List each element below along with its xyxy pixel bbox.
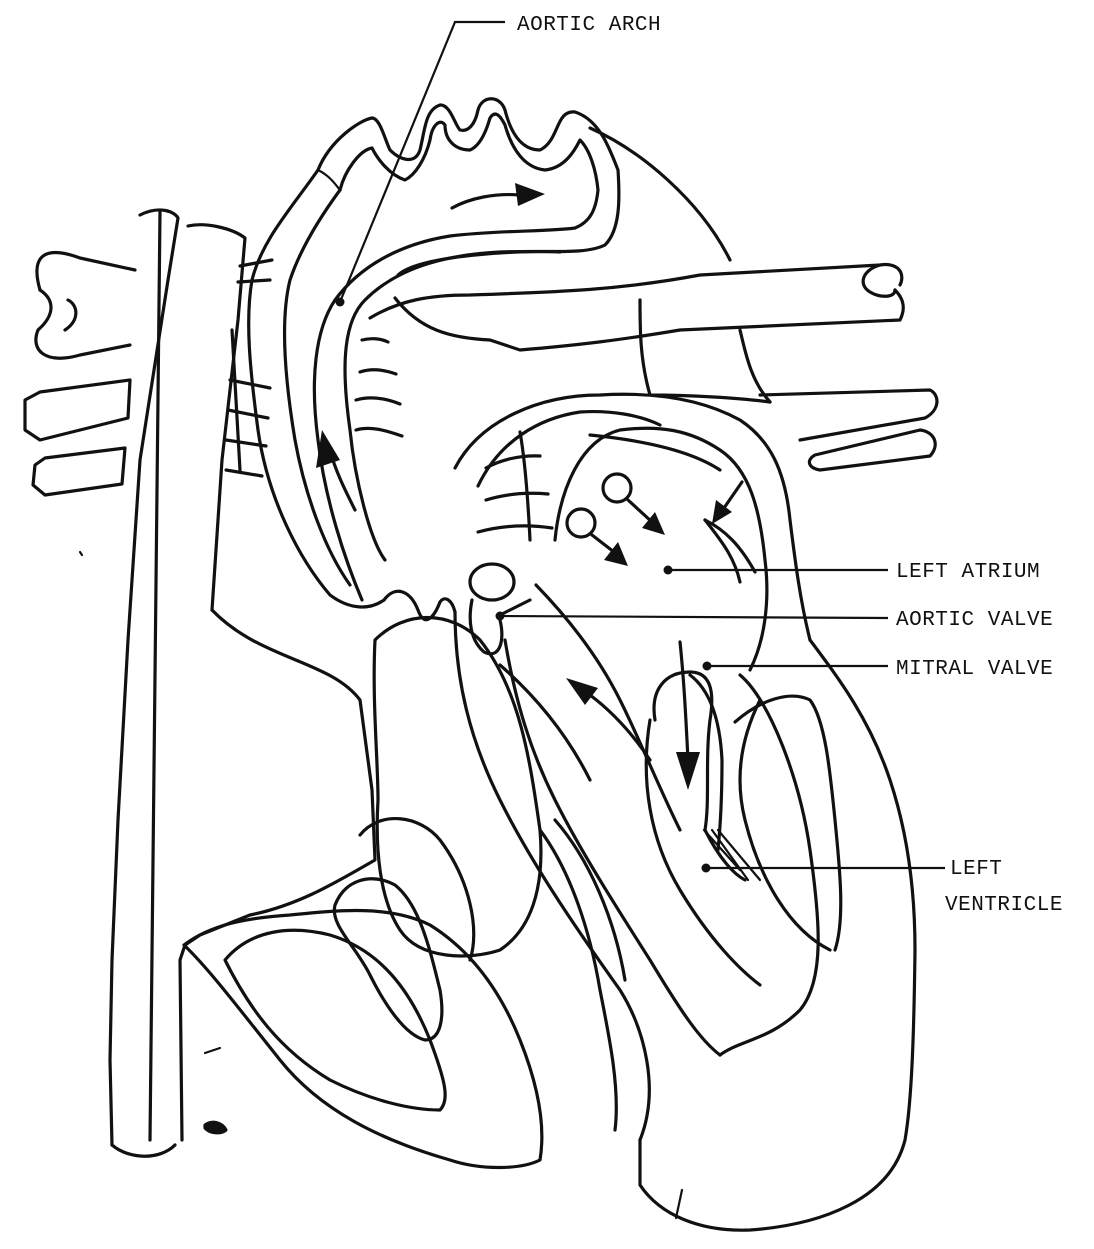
left-ventricle — [455, 585, 915, 1230]
label-left-ventricle-line2: VENTRICLE — [945, 894, 1063, 917]
mitral-valve — [654, 672, 745, 880]
atrial-flow-arrows — [567, 474, 742, 566]
right-ventricle — [184, 618, 625, 1168]
ventricular-flow-arrows — [566, 642, 700, 790]
ladder-striations — [226, 330, 552, 540]
label-aortic-valve: AORTIC VALVE — [896, 609, 1053, 632]
label-mitral-valve: MITRAL VALVE — [896, 658, 1053, 681]
label-aortic-arch: AORTIC ARCH — [517, 14, 661, 37]
labels: AORTIC ARCH LEFT ATRIUM AORTIC VALVE MIT… — [517, 14, 1063, 917]
label-left-ventricle-line1: LEFT — [950, 858, 1002, 881]
left-atrium — [455, 394, 810, 670]
label-left-atrium: LEFT ATRIUM — [896, 561, 1040, 584]
pulmonary-trunk — [370, 252, 903, 350]
